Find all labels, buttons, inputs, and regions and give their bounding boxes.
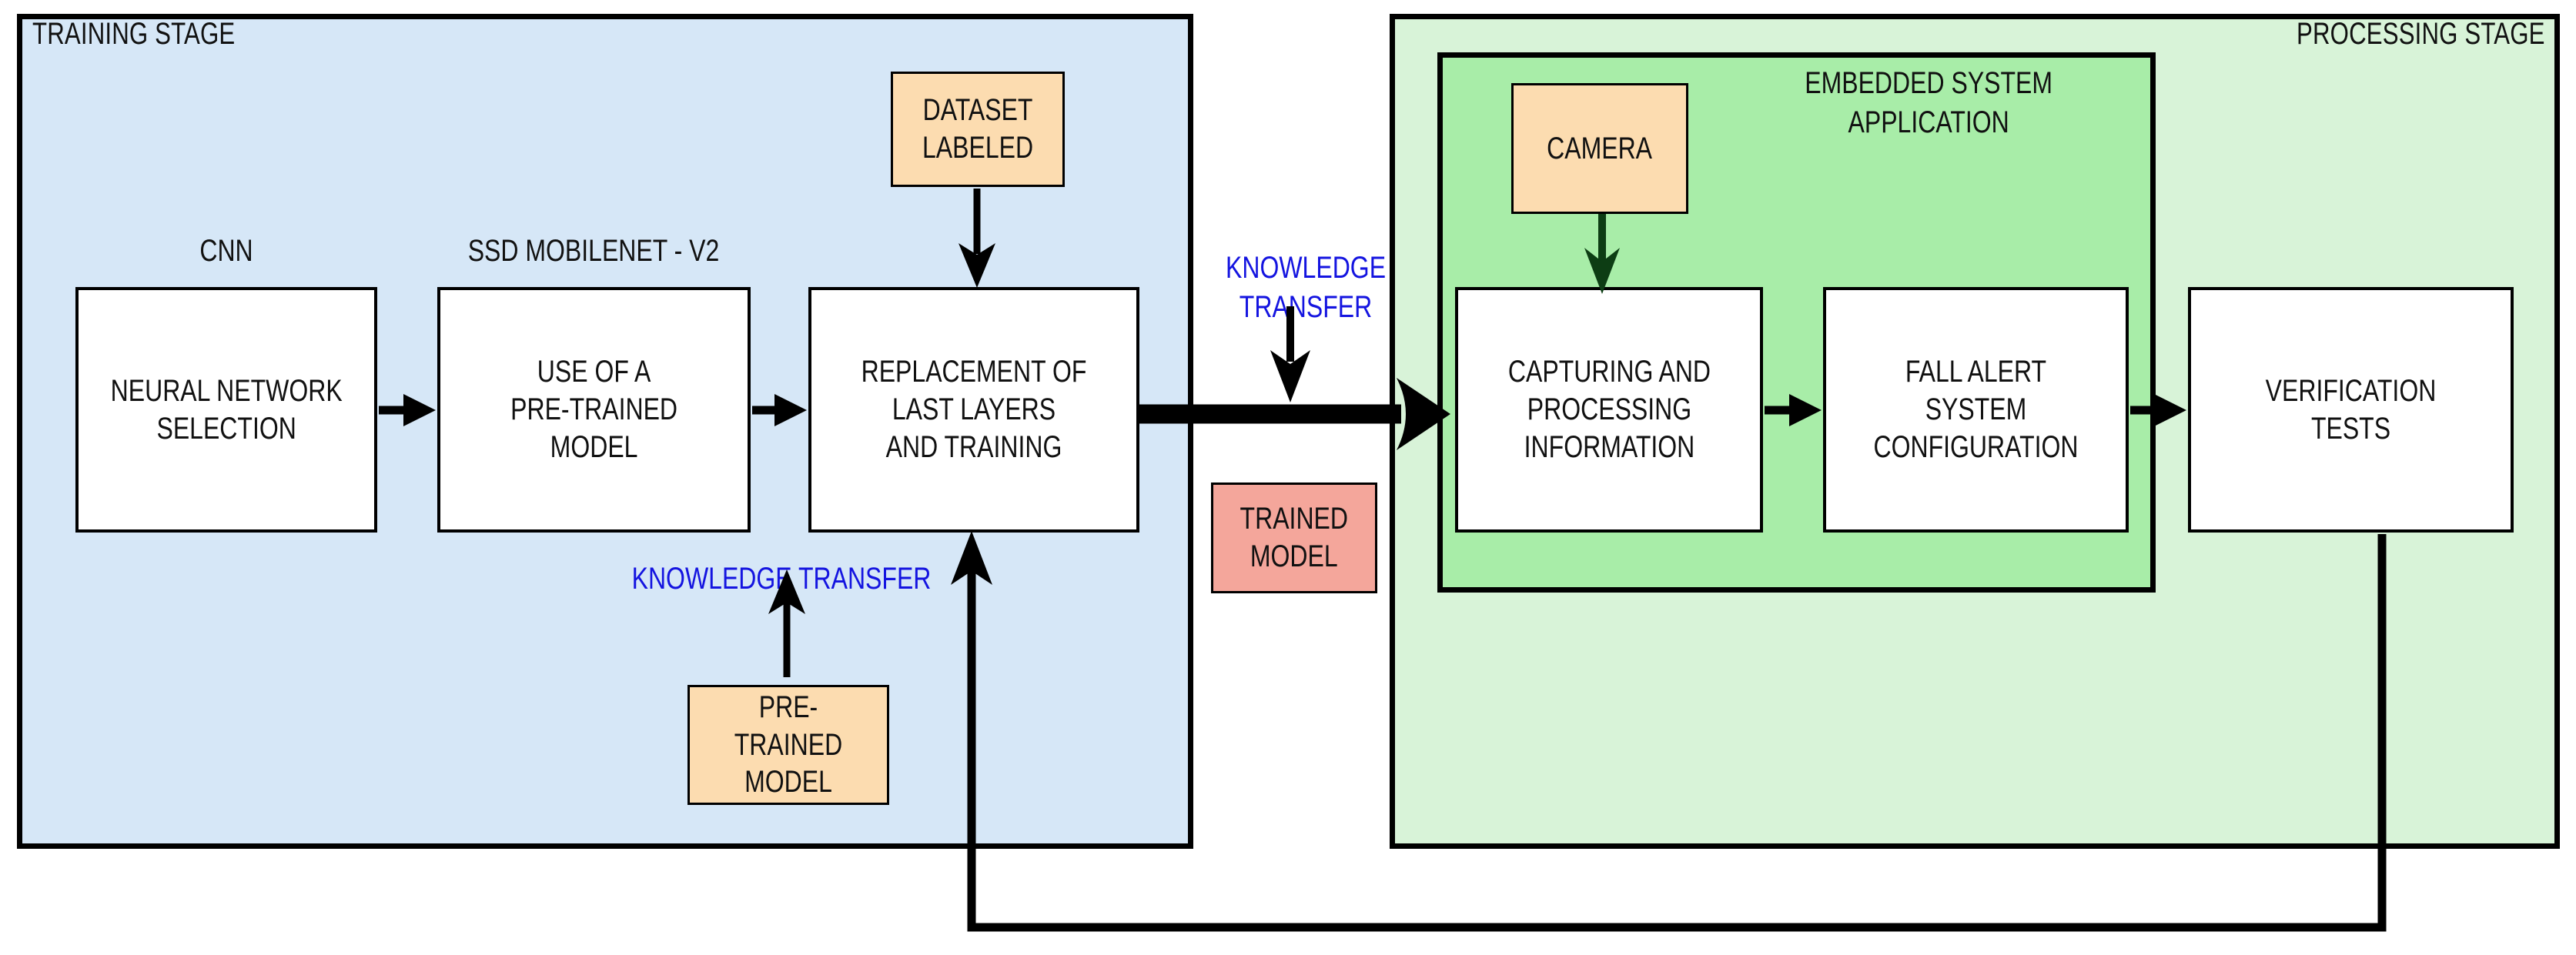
node-verification-tests-label: VERIFICATION TESTS (2265, 373, 2437, 446)
node-fall-alert-system-configuration[interactable]: FALL ALERT SYSTEM CONFIGURATION (1823, 287, 2129, 533)
knowledge-transfer-label-text: KNOWLEDGE TRANSFER (1226, 251, 1387, 325)
node-pretrained-model-label: PRE-TRAINED MODEL (734, 690, 843, 800)
node-use-of-pretrained-model-label: USE OF A PRE-TRAINED MODEL (510, 355, 677, 464)
embedded-system-title: EMBEDDED SYSTEM APPLICATION (1713, 25, 2144, 143)
node-capturing-processing-information-label: CAPTURING AND PROCESSING INFORMATION (1507, 355, 1711, 464)
knowledge-transfer-caption: KNOWLEDGE TRANSFER (631, 562, 932, 596)
node-capturing-processing-information[interactable]: CAPTURING AND PROCESSING INFORMATION (1455, 287, 1763, 533)
node-trained-model[interactable]: TRAINED MODEL (1211, 483, 1377, 593)
node-dataset-labeled[interactable]: DATASET LABELED (891, 72, 1065, 187)
node-pretrained-model[interactable]: PRE-TRAINED MODEL (687, 685, 889, 805)
node-fall-alert-system-configuration-label: FALL ALERT SYSTEM CONFIGURATION (1873, 355, 2079, 464)
node-neural-network-selection-label: NEURAL NETWORK SELECTION (110, 373, 343, 446)
node-dataset-labeled-label: DATASET LABELED (922, 93, 1034, 165)
training-stage-title: TRAINING STAGE (32, 17, 236, 51)
cnn-caption: CNN (199, 234, 253, 268)
node-camera-label: CAMERA (1547, 131, 1653, 165)
ssd-mobilenet-caption: SSD MOBILENET - V2 (467, 234, 720, 268)
node-trained-model-label: TRAINED MODEL (1239, 502, 1349, 573)
embedded-system-title-text: EMBEDDED SYSTEM APPLICATION (1805, 66, 2052, 140)
node-verification-tests[interactable]: VERIFICATION TESTS (2188, 287, 2514, 533)
node-use-of-pretrained-model[interactable]: USE OF A PRE-TRAINED MODEL (437, 287, 751, 533)
knowledge-transfer-label: KNOWLEDGE TRANSFER (1206, 209, 1398, 328)
processing-stage-title: PROCESSING STAGE (2297, 17, 2545, 51)
node-replacement-last-layers[interactable]: REPLACEMENT OF LAST LAYERS AND TRAINING (808, 287, 1139, 533)
node-camera[interactable]: CAMERA (1511, 83, 1688, 214)
node-neural-network-selection[interactable]: NEURAL NETWORK SELECTION (75, 287, 377, 533)
node-replacement-last-layers-label: REPLACEMENT OF LAST LAYERS AND TRAINING (861, 355, 1087, 464)
